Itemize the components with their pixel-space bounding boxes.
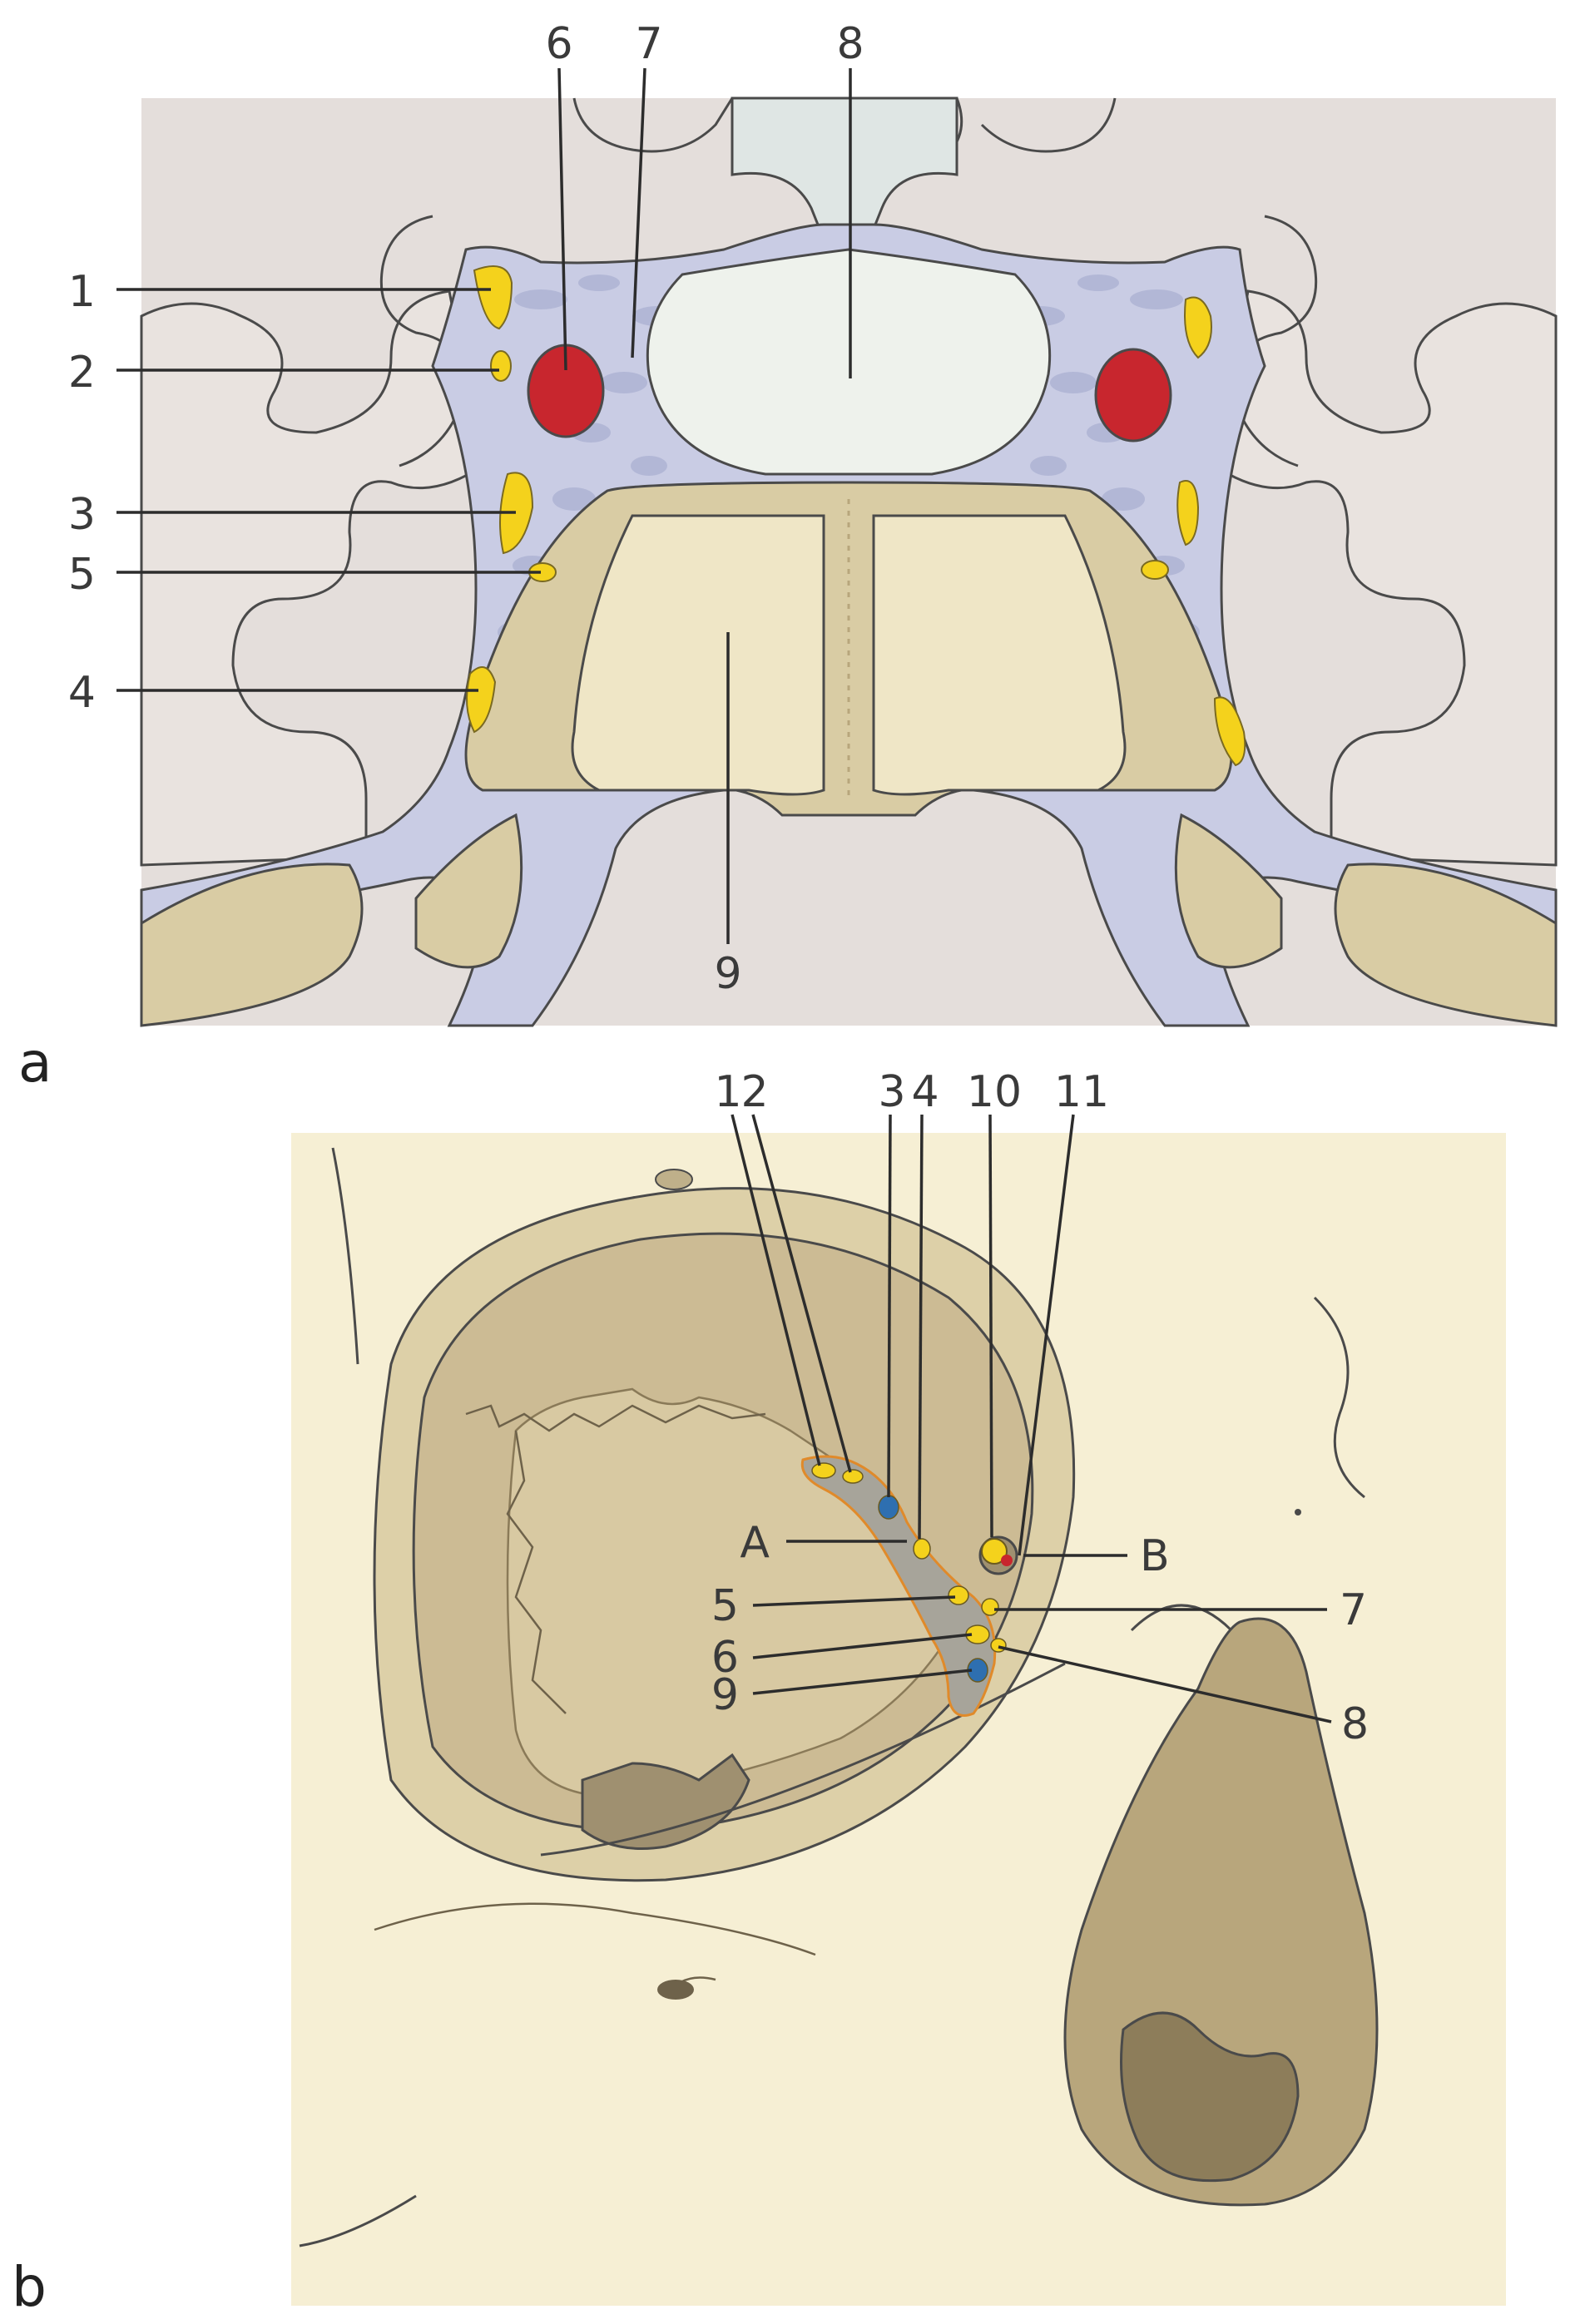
label-a-2: 2 bbox=[68, 348, 96, 398]
nerve-maxillary-right bbox=[1213, 696, 1246, 767]
label-b-10: 10 bbox=[967, 1067, 1022, 1117]
nasal-turbinate bbox=[1120, 2011, 1300, 2183]
left-temporal-lobe bbox=[140, 289, 484, 867]
label-b-A: A bbox=[740, 1518, 770, 1568]
panel-label-a: a bbox=[18, 1031, 52, 1095]
right-petrous-bone bbox=[1174, 813, 1283, 969]
panel-a-diagram: 1 2 3 5 4 6 7 8 9 a bbox=[18, 19, 1558, 1095]
nerve-b-1 bbox=[811, 1462, 836, 1479]
label-b-9: 9 bbox=[711, 1670, 739, 1720]
label-b-3: 3 bbox=[878, 1067, 905, 1117]
panel-a-labels: 1 2 3 5 4 6 7 8 9 bbox=[68, 19, 864, 999]
left-petrous-bone bbox=[414, 813, 523, 969]
nasal-septum-edge bbox=[1130, 1296, 1365, 1632]
label-b-2: 2 bbox=[740, 1067, 768, 1117]
label-a-3: 3 bbox=[68, 490, 96, 540]
nerve-trochlear-left bbox=[490, 350, 512, 382]
label-a-7: 7 bbox=[635, 19, 662, 69]
panel-b-leaders bbox=[731, 1114, 1332, 1723]
nerve-b-8 bbox=[990, 1638, 1007, 1653]
label-a-9: 9 bbox=[714, 949, 741, 999]
cranial-nerves-a bbox=[466, 265, 1246, 767]
nerve-abducens-right bbox=[1141, 560, 1169, 580]
label-a-4: 4 bbox=[68, 668, 96, 718]
right-sphenoid-sinus bbox=[872, 514, 1127, 796]
label-a-5: 5 bbox=[68, 550, 96, 600]
supraorbital-notch bbox=[655, 1169, 693, 1190]
label-b-8: 8 bbox=[1341, 1699, 1369, 1749]
frontal-process-line bbox=[299, 1147, 417, 2247]
ophthalmic-artery bbox=[1001, 1555, 1013, 1566]
vein-b-3 bbox=[878, 1495, 899, 1520]
label-a-8: 8 bbox=[836, 19, 864, 69]
label-b-7: 7 bbox=[1340, 1585, 1367, 1635]
optic-chiasm bbox=[646, 248, 1052, 476]
gyrus-outline-right bbox=[1230, 215, 1318, 467]
label-b-6: 6 bbox=[711, 1633, 739, 1683]
nasal-foramen-dot bbox=[1295, 1509, 1301, 1516]
nerve-b-2 bbox=[842, 1469, 864, 1484]
optic-nerve-canal bbox=[981, 1538, 1008, 1565]
nerve-b-4 bbox=[913, 1538, 931, 1560]
gyrus-outline-left bbox=[379, 215, 468, 467]
nerve-oculomotor-left bbox=[473, 265, 513, 330]
nerve-maxillary-left bbox=[466, 666, 497, 734]
label-b-4: 4 bbox=[911, 1067, 939, 1117]
label-b-1: 1 bbox=[714, 1067, 741, 1117]
label-a-1: 1 bbox=[68, 267, 96, 317]
nerve-oculomotor-right bbox=[1184, 296, 1212, 359]
infraorbital-foramen bbox=[657, 1980, 694, 2000]
label-b-B: B bbox=[1140, 1531, 1170, 1581]
orbit-suture-lines bbox=[465, 1404, 766, 1714]
nerve-b-7 bbox=[981, 1598, 999, 1616]
left-sphenoid-sinus bbox=[571, 514, 825, 796]
right-internal-carotid-artery bbox=[1094, 348, 1172, 443]
inferior-orbital-fissure bbox=[581, 1753, 750, 1850]
right-skull-base-bone bbox=[1334, 863, 1558, 1027]
label-a-6: 6 bbox=[545, 19, 572, 69]
panel-b-diagram: 1 2 3 4 10 11 A B 5 6 9 7 8 b bbox=[12, 1067, 1506, 2319]
label-b-11: 11 bbox=[1054, 1067, 1109, 1117]
right-temporal-lobe bbox=[1213, 289, 1558, 867]
left-skull-base-bone bbox=[140, 863, 364, 1027]
nerve-b-5 bbox=[948, 1585, 969, 1605]
panel-a-leaders bbox=[116, 67, 852, 944]
panel-label-b: b bbox=[12, 2255, 47, 2319]
nerve-ophthalmic-right bbox=[1176, 480, 1200, 546]
panel-b-labels: 1 2 3 4 10 11 A B 5 6 9 7 8 bbox=[711, 1067, 1369, 1749]
label-b-5: 5 bbox=[711, 1581, 739, 1631]
fissure-contents bbox=[811, 1462, 1007, 1683]
